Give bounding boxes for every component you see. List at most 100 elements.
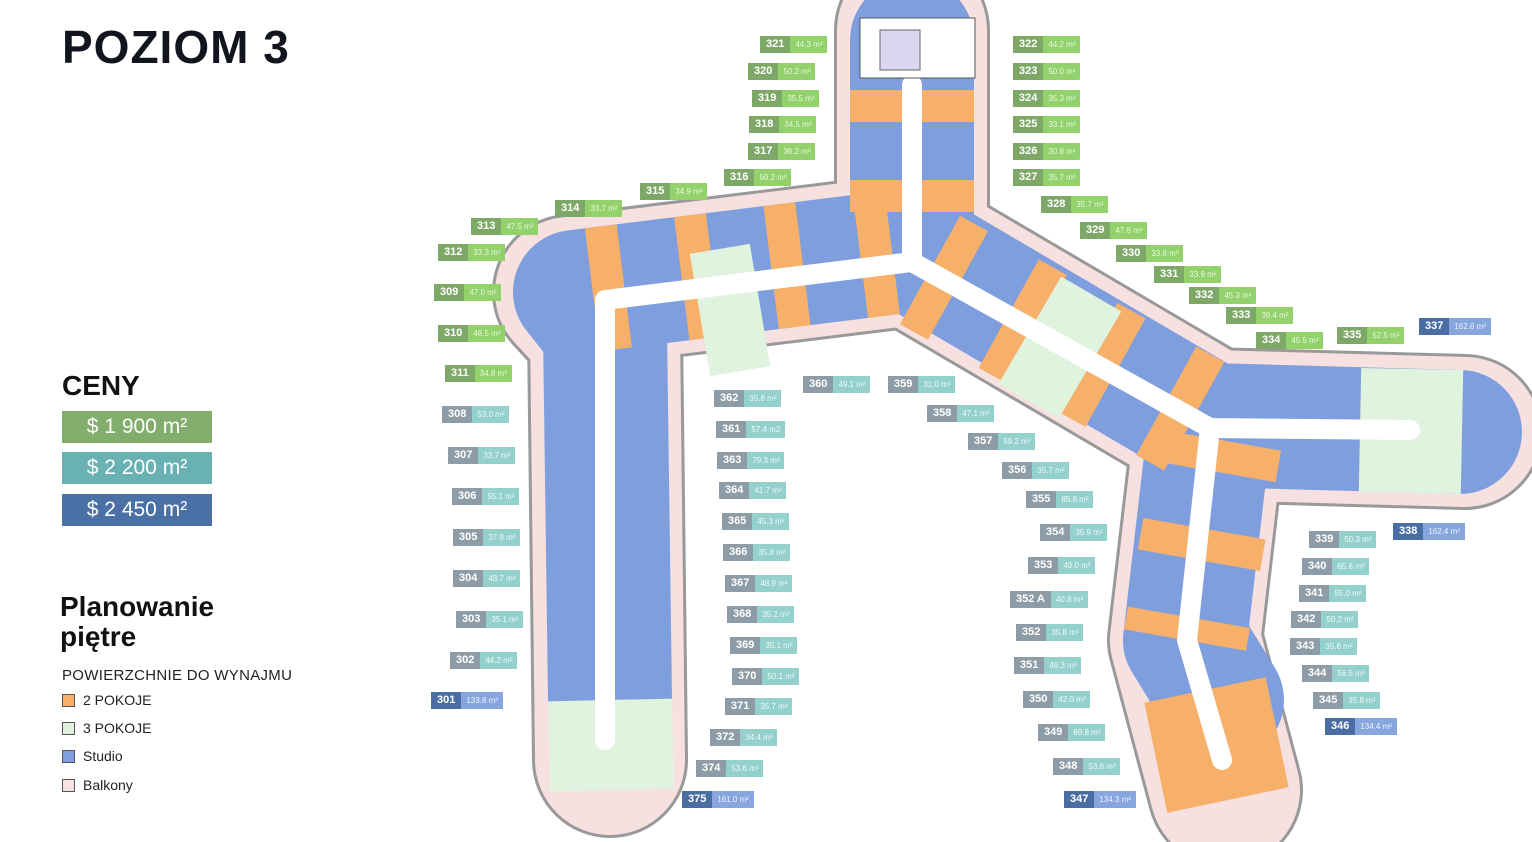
unit-number: 352 A [1010,591,1051,608]
price-tier-teal: $ 2 200 m² [62,452,212,484]
unit-area: 35.7 m² [1071,196,1109,213]
swatch-icon [62,749,75,763]
unit-area: 50.0 m² [1043,63,1081,80]
unit-area: 39.4 m² [1256,307,1294,324]
legend-item-balcony: Balkony [62,777,133,793]
unit-number: 303 [456,611,487,628]
unit-area: 134.4 m² [1355,718,1397,735]
legend-heading: Planowanie piętre [60,591,215,652]
unit-number: 328 [1041,196,1072,213]
unit-area: 50.1 m² [762,668,800,685]
unit-number: 326 [1013,143,1044,160]
unit-number: 345 [1313,692,1344,709]
unit-number: 332 [1189,287,1220,304]
unit-number: 365 [722,513,753,530]
unit-area: 45.3 m² [1219,287,1257,304]
unit-number: 322 [1013,36,1044,53]
unit-area: 35.7 m² [755,698,793,715]
page-title: POZIOM 3 [62,21,290,73]
unit-area: 31.0 m² [918,376,956,393]
unit-area: 42.0 m² [1053,691,1091,708]
unit-number: 360 [803,376,834,393]
unit-area: 161.0 m² [712,791,754,808]
unit-number: 304 [453,570,484,587]
unit-number: 329 [1080,222,1111,239]
